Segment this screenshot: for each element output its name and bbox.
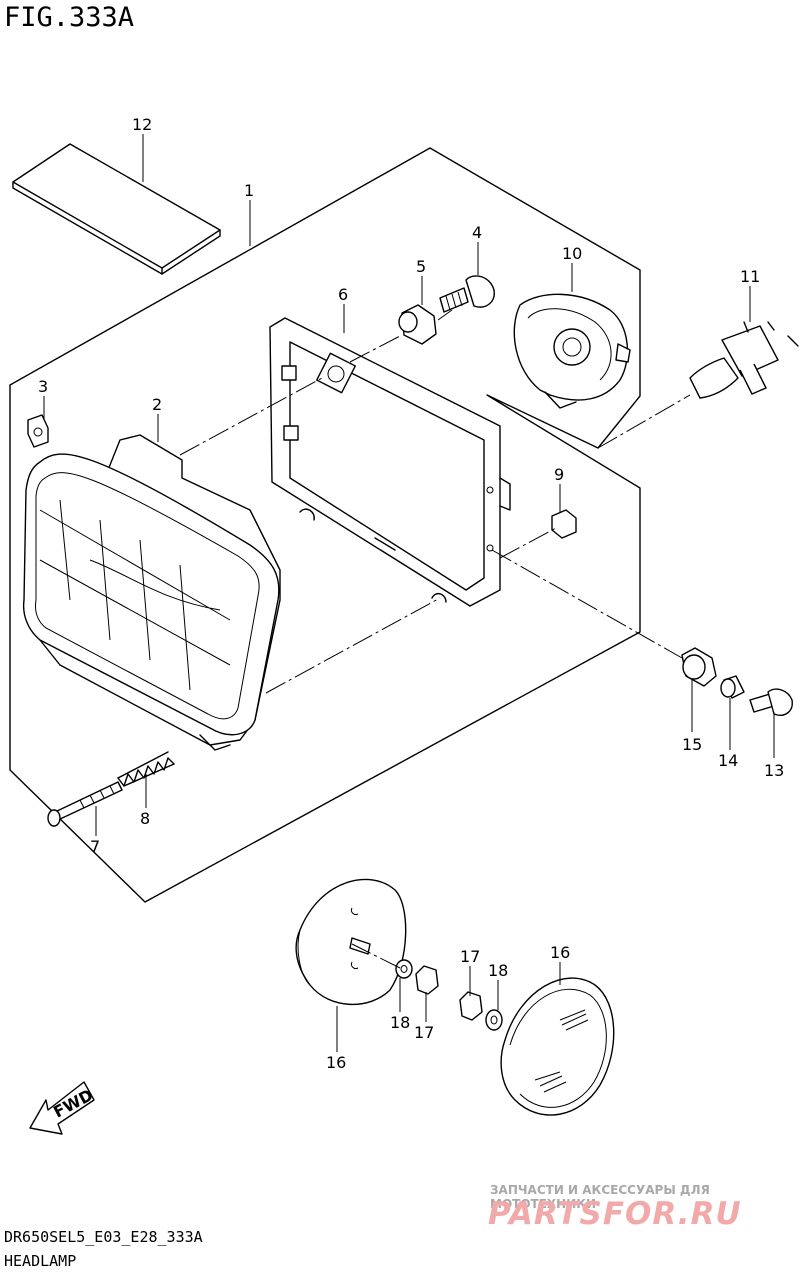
- callout-6: 6: [338, 285, 348, 304]
- fwd-arrow-icon: [29, 1081, 95, 1135]
- centerlines: [179, 309, 691, 969]
- part-4-bolt[interactable]: [439, 275, 495, 313]
- diagram-name: HEADLAMP: [4, 1252, 77, 1270]
- callout-1: 1: [244, 181, 254, 200]
- part-18-washer-right[interactable]: [485, 1009, 503, 1031]
- callout-7: 7: [90, 837, 100, 856]
- part-18-washer-left[interactable]: [395, 959, 413, 979]
- callout-2: 2: [152, 395, 162, 414]
- callout-14: 14: [718, 751, 738, 770]
- part-16-lens-cover[interactable]: [500, 977, 615, 1116]
- part-3-clip-nut[interactable]: [27, 414, 49, 448]
- callout-5: 5: [416, 257, 426, 276]
- callout-16-right: 16: [550, 943, 570, 962]
- assembly-outline: [9, 147, 641, 903]
- callout-13: 13: [764, 761, 784, 780]
- part-11-bulb[interactable]: [689, 321, 799, 399]
- part-15-grommet[interactable]: [681, 647, 717, 687]
- callout-18-left: 18: [390, 1013, 410, 1032]
- callout-15: 15: [682, 735, 702, 754]
- callout-9: 9: [554, 465, 564, 484]
- callout-16-left: 16: [326, 1053, 346, 1072]
- part-8-spring[interactable]: [117, 751, 175, 787]
- callout-18-right: 18: [488, 961, 508, 980]
- diagram-code: DR650SEL5_E03_E28_333A: [4, 1228, 203, 1246]
- watermark-tagline: ЗАПЧАСТИ И АКСЕССУАРЫ ДЛЯ МОТОТЕХНИКИ: [490, 1183, 710, 1211]
- part-16-cap-left[interactable]: [295, 878, 407, 1006]
- callout-17-left: 17: [414, 1023, 434, 1042]
- part-17-nut-right[interactable]: [459, 991, 483, 1021]
- part-14-collar[interactable]: [720, 675, 745, 699]
- callout-10: 10: [562, 244, 582, 263]
- part-5-rubber-cushion[interactable]: [398, 304, 437, 345]
- figure-title: FIG.333A: [4, 2, 135, 33]
- part-17-nut-left[interactable]: [415, 965, 439, 995]
- callout-8: 8: [140, 809, 150, 828]
- part-9-clip-nut[interactable]: [551, 509, 577, 539]
- callout-11: 11: [740, 267, 760, 286]
- part-6-housing-frame[interactable]: [269, 317, 511, 607]
- callout-4: 4: [472, 223, 482, 242]
- leader-lines: [43, 134, 775, 1052]
- part-12-label-plate[interactable]: [12, 143, 221, 275]
- part-10-socket-cover[interactable]: [513, 293, 631, 409]
- callout-17-right: 17: [460, 947, 480, 966]
- part-13-bolt[interactable]: [749, 688, 793, 716]
- callout-3: 3: [38, 377, 48, 396]
- watermark-logo: PARTSFOR.RU: [488, 1196, 742, 1232]
- part-7-screw[interactable]: [47, 781, 123, 827]
- callout-12: 12: [132, 115, 152, 134]
- part-2-headlamp-unit[interactable]: [22, 434, 281, 751]
